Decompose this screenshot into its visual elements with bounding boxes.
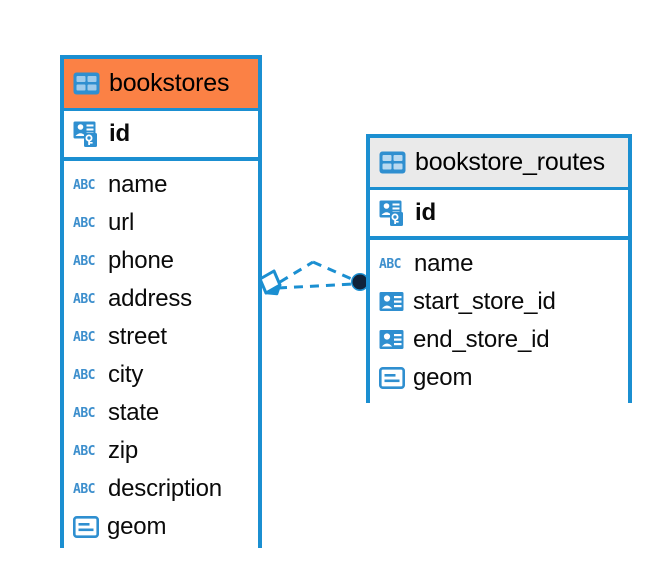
field-row-geom[interactable]: geom — [370, 359, 628, 397]
foreign-key-icon — [379, 292, 404, 311]
abc-text-icon: ABC — [73, 216, 95, 231]
field-row-zip[interactable]: ABC zip — [64, 432, 258, 470]
field-row-city[interactable]: ABC city — [64, 356, 258, 394]
abc-text-icon: ABC — [379, 257, 401, 272]
field-row-phone[interactable]: ABC phone — [64, 242, 258, 280]
relationship-branch-upper-left — [279, 260, 314, 284]
field-row-name[interactable]: ABC name — [64, 166, 258, 204]
field-row-url[interactable]: ABC url — [64, 204, 258, 242]
geometry-icon — [73, 516, 99, 538]
svg-text:ABC: ABC — [73, 368, 95, 383]
field-label-description: description — [108, 475, 222, 502]
field-label-geom: geom — [413, 364, 473, 391]
entity-bookstores-header[interactable]: bookstores — [64, 59, 258, 108]
svg-text:ABC: ABC — [73, 406, 95, 421]
field-row-start-store-id[interactable]: start_store_id — [370, 283, 628, 321]
field-label-name: name — [108, 171, 168, 198]
abc-text-icon: ABC — [73, 368, 95, 383]
field-label-start-store-id: start_store_id — [413, 288, 556, 315]
svg-text:ABC: ABC — [73, 254, 95, 269]
field-label-city: city — [108, 361, 144, 388]
entity-bookstores-fields: ABC name ABC url ABC phone ABC — [64, 161, 258, 552]
field-row-name[interactable]: ABC name — [370, 245, 628, 283]
field-label-url: url — [108, 209, 135, 236]
field-label-id: id — [415, 199, 436, 226]
svg-text:ABC: ABC — [73, 178, 95, 193]
field-label-street: street — [108, 323, 167, 350]
entity-bookstore-routes-pk-section: id — [370, 187, 628, 240]
table-grid-icon — [379, 151, 406, 174]
field-label-name: name — [414, 250, 474, 277]
svg-text:ABC: ABC — [73, 482, 95, 497]
field-row-state[interactable]: ABC state — [64, 394, 258, 432]
abc-text-icon: ABC — [73, 482, 95, 497]
abc-text-icon: ABC — [73, 254, 95, 269]
entity-bookstore-routes[interactable]: bookstore_routes id — [366, 134, 632, 403]
entity-bookstore-routes-header[interactable]: bookstore_routes — [370, 138, 628, 187]
field-label-end-store-id: end_store_id — [413, 326, 550, 353]
field-row-description[interactable]: ABC description — [64, 470, 258, 508]
diamond-marker — [258, 269, 282, 296]
field-row-street[interactable]: ABC street — [64, 318, 258, 356]
svg-text:ABC: ABC — [73, 292, 95, 307]
svg-text:ABC: ABC — [73, 216, 95, 231]
field-label-address: address — [108, 285, 192, 312]
entity-bookstores-pk-section: id — [64, 108, 258, 161]
field-label-id: id — [109, 120, 130, 147]
field-label-phone: phone — [108, 247, 174, 274]
field-label-zip: zip — [108, 437, 139, 464]
foreign-key-icon — [379, 330, 404, 349]
svg-text:ABC: ABC — [73, 330, 95, 345]
primary-key-icon — [379, 200, 403, 226]
abc-text-icon: ABC — [73, 178, 95, 193]
relationship-branch-upper-right — [312, 260, 355, 282]
field-row-address[interactable]: ABC address — [64, 280, 258, 318]
field-row-id[interactable]: id — [370, 190, 628, 236]
table-grid-icon — [73, 72, 100, 95]
field-row-end-store-id[interactable]: end_store_id — [370, 321, 628, 359]
abc-text-icon: ABC — [73, 292, 95, 307]
primary-key-icon — [73, 121, 97, 147]
field-row-id[interactable]: id — [64, 111, 258, 157]
entity-bookstore-routes-title: bookstore_routes — [415, 148, 605, 176]
field-row-geom[interactable]: geom — [64, 508, 258, 546]
filled-circle-marker — [351, 273, 369, 291]
entity-bookstores[interactable]: bookstores id — [60, 55, 262, 552]
abc-text-icon: ABC — [73, 406, 95, 421]
geometry-icon — [379, 367, 405, 389]
entity-bookstore-routes-fields: ABC name start_store_id — [370, 240, 628, 403]
relationship-connector[interactable] — [250, 240, 380, 315]
relationship-branch-lower — [277, 282, 355, 290]
entity-bookstores-title: bookstores — [109, 69, 230, 97]
svg-text:ABC: ABC — [73, 444, 95, 459]
field-label-state: state — [108, 399, 160, 426]
abc-text-icon: ABC — [73, 330, 95, 345]
field-label-geom: geom — [107, 513, 167, 540]
abc-text-icon: ABC — [73, 444, 95, 459]
svg-text:ABC: ABC — [379, 257, 401, 272]
